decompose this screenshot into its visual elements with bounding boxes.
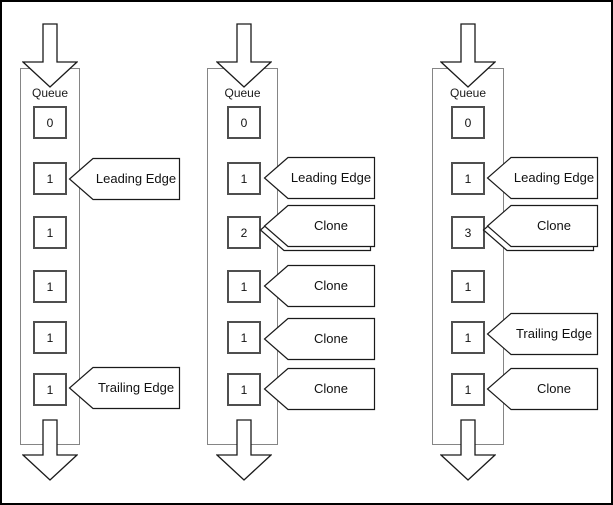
callout-leading-edge: Leading Edge	[482, 154, 599, 204]
down-arrow-icon	[216, 23, 272, 88]
callout-trailing-edge: Trailing Edge	[482, 310, 599, 360]
queue-item-box: 1	[33, 270, 67, 303]
down-arrow-icon	[22, 23, 78, 88]
down-arrow-icon	[22, 419, 78, 481]
callout-label: Clone	[537, 218, 571, 233]
callout-label: Leading Edge	[513, 170, 595, 185]
callout-leading-edge: Leading Edge	[64, 155, 181, 205]
queue-label: Queue	[224, 86, 261, 100]
down-arrow-icon	[440, 419, 496, 481]
queue-item-box: 1	[227, 321, 261, 354]
queue-item-box: 1	[451, 162, 485, 195]
callout-clone: Clone	[259, 262, 376, 312]
queue-item-box: 1	[33, 216, 67, 249]
queue-item-box: 1	[33, 373, 67, 406]
queue-item-box: 1	[33, 321, 67, 354]
queue-item-box: 0	[227, 106, 261, 139]
callout-clone: Clone	[259, 365, 376, 415]
callout-label: Leading Edge	[95, 171, 177, 186]
callout-label: Leading Edge	[290, 170, 372, 185]
queue-item-box: 1	[227, 162, 261, 195]
queue-item-box: 3	[451, 216, 485, 249]
queue-item-box: 0	[451, 106, 485, 139]
down-arrow-icon	[440, 23, 496, 88]
callout-label: Trailing Edge	[515, 326, 593, 341]
queue-item-box: 1	[33, 162, 67, 195]
callout-clone: Clone	[482, 365, 599, 415]
callout-label: Trailing Edge	[97, 380, 175, 395]
callout-clone-stacked: Clone	[482, 202, 599, 252]
callout-label: Clone	[314, 278, 348, 293]
queue-item-box: 2	[227, 216, 261, 249]
queue-item-box: 0	[33, 106, 67, 139]
queue-item-box: 1	[227, 373, 261, 406]
callout-label: Clone	[314, 381, 348, 396]
queue-label: Queue	[31, 86, 69, 100]
callout-leading-edge: Leading Edge	[259, 154, 376, 204]
queue-item-box: 1	[451, 270, 485, 303]
callout-clone-stacked: Clone	[259, 202, 376, 252]
callout-label: Clone	[314, 331, 348, 346]
callout-label: Clone	[314, 218, 348, 233]
callout-trailing-edge: Trailing Edge	[64, 364, 181, 414]
callout-label: Clone	[537, 381, 571, 396]
queue-item-box: 1	[451, 373, 485, 406]
queue-item-box: 1	[451, 321, 485, 354]
queue-item-box: 1	[227, 270, 261, 303]
queue-label: Queue	[449, 86, 487, 100]
down-arrow-icon	[216, 419, 272, 481]
callout-clone: Clone	[259, 315, 376, 365]
